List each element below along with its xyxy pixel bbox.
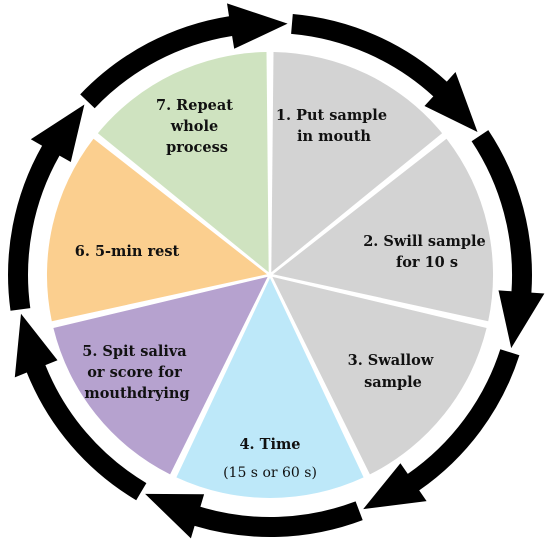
cycle-arrows bbox=[8, 3, 545, 539]
step-6-label: 6. 5-min rest bbox=[75, 243, 180, 260]
step-1-label: 1. Put sample in mouth bbox=[276, 107, 392, 145]
step-5-label: 5. Spit saliva or score for mouthdrying bbox=[82, 343, 192, 402]
step-5-line-3: mouthdrying bbox=[84, 385, 189, 402]
step-2-line-1: 2. Swill sample bbox=[363, 233, 486, 250]
step-3-line-2: sample bbox=[364, 374, 422, 391]
step-5-wedge bbox=[53, 276, 268, 475]
arrow-1-to-2 bbox=[291, 14, 478, 132]
arrow-3-to-4 bbox=[363, 349, 520, 510]
step-1-wedge bbox=[271, 52, 443, 273]
arrow-5-to-6 bbox=[14, 313, 147, 501]
step-2-label: 2. Swill sample for 10 s bbox=[363, 233, 491, 271]
step-7-line-3: process bbox=[166, 139, 228, 156]
arrow-4-to-5 bbox=[145, 493, 363, 539]
step-4-wedge bbox=[176, 278, 364, 498]
step-5-line-1: 5. Spit saliva bbox=[82, 343, 187, 360]
step-2-wedge bbox=[273, 138, 494, 322]
step-2-line-2: for 10 s bbox=[396, 254, 458, 271]
wedges bbox=[46, 52, 494, 498]
step-7-line-1: 7. Repeat bbox=[156, 97, 233, 114]
step-6-line-1: 6. 5-min rest bbox=[75, 243, 180, 260]
step-3-wedge bbox=[272, 276, 487, 475]
arrow-7-to-1 bbox=[80, 3, 288, 109]
step-4-sublabel: (15 s or 60 s) bbox=[223, 465, 317, 481]
step-4-label: 4. Time bbox=[239, 436, 300, 453]
step-7-wedge bbox=[97, 52, 269, 273]
step-7-line-2: whole bbox=[170, 118, 218, 135]
step-3-label: 3. Swallow sample bbox=[348, 352, 439, 391]
step-7-label: 7. Repeat whole process bbox=[156, 97, 238, 156]
step-1-line-1: 1. Put sample bbox=[276, 107, 387, 124]
arrow-6-to-7 bbox=[8, 104, 85, 311]
step-3-line-1: 3. Swallow bbox=[348, 352, 434, 369]
step-6-wedge bbox=[46, 138, 268, 322]
step-1-line-2: in mouth bbox=[297, 128, 371, 145]
step-5-line-2: or score for bbox=[87, 364, 182, 381]
step-4-line-1: 4. Time bbox=[239, 436, 300, 453]
arrow-2-to-3 bbox=[471, 130, 545, 349]
